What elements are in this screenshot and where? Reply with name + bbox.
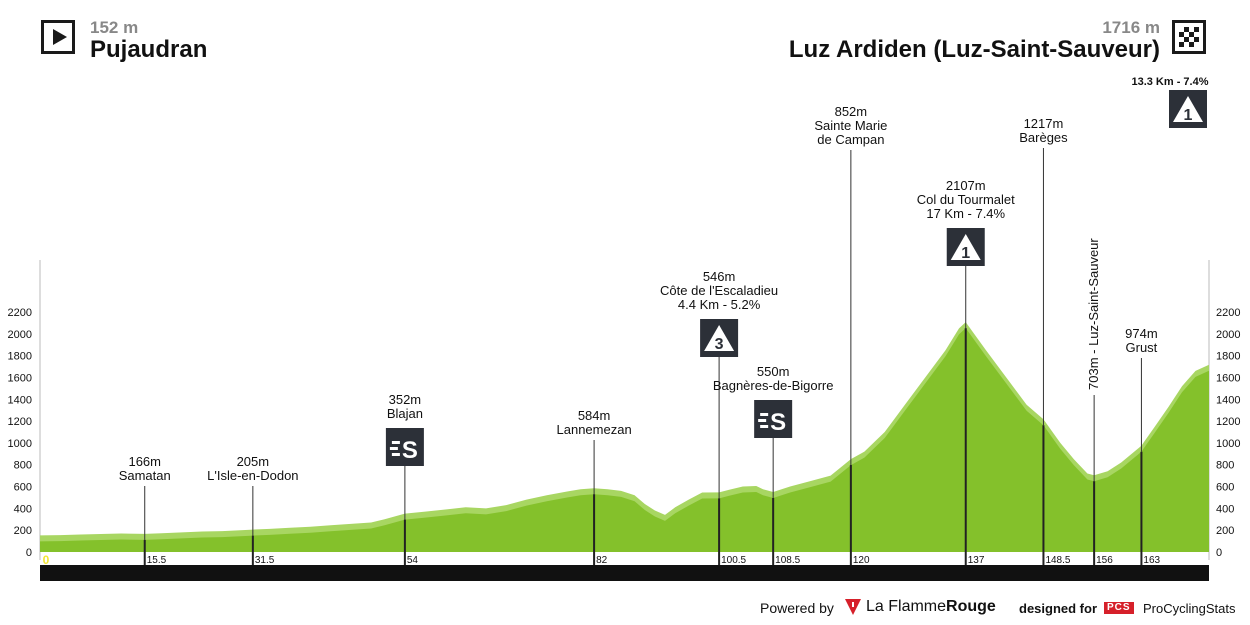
sprint-stripe [391, 441, 400, 444]
y-tick-left-label: 1200 [8, 416, 32, 428]
y-tick-right-label: 0 [1216, 547, 1222, 559]
km-label: 120 [853, 555, 870, 566]
y-tick-left-label: 200 [14, 525, 32, 537]
sprint-stripe [760, 425, 769, 428]
y-tick-right-label: 800 [1216, 460, 1234, 472]
climb-category-number: 1 [961, 245, 970, 262]
sprint-stripe [760, 413, 769, 416]
procyclingstats-brand: ProCyclingStats [1143, 601, 1236, 616]
km-label: 100.5 [721, 555, 746, 566]
y-tick-right-label: 400 [1216, 503, 1234, 515]
y-tick-left-label: 400 [14, 503, 32, 515]
sprint-badge-icon: S [385, 428, 424, 466]
point-label: 550m [757, 364, 790, 379]
point-label: 584m [578, 408, 611, 423]
laflammerouge-logo-icon [843, 597, 863, 617]
y-tick-right-label: 1600 [1216, 372, 1240, 384]
point-label: Sainte Marie [814, 118, 887, 133]
point-label: 166m [128, 454, 161, 469]
point-label: 4.4 Km - 5.2% [678, 297, 761, 312]
sprint-stripe [758, 419, 767, 422]
sprint-s-glyph: S [402, 437, 418, 464]
climb-badge-icon: 1 [946, 228, 985, 266]
y-tick-left-label: 1400 [8, 394, 32, 406]
y-tick-right-label: 200 [1216, 525, 1234, 537]
point-label: 974m [1125, 326, 1158, 341]
km-label: 156 [1096, 555, 1113, 566]
km-label: 148.5 [1045, 555, 1070, 566]
point-label: Blajan [387, 406, 423, 421]
km-label: 15.5 [147, 555, 167, 566]
point-label: Barèges [1019, 130, 1068, 145]
laflammerouge-brand-a: La Flamme [866, 598, 947, 615]
km-label: 163 [1143, 555, 1160, 566]
y-tick-left-label: 800 [14, 460, 32, 472]
point-label: de Campan [817, 132, 884, 147]
km-label: 82 [596, 555, 608, 566]
y-tick-right-label: 1400 [1216, 394, 1240, 406]
distance-axis-bar [40, 565, 1209, 581]
y-tick-right-label: 2200 [1216, 307, 1240, 319]
y-tick-right-label: 2000 [1216, 329, 1240, 341]
point-label: Côte de l'Escaladieu [660, 283, 778, 298]
climb-triangle [704, 325, 735, 351]
point-label: 1217m [1024, 116, 1064, 131]
y-tick-left-label: 2200 [8, 307, 32, 319]
point-label: 17 Km - 7.4% [926, 206, 1005, 221]
sprint-stripe [391, 453, 400, 456]
km-end-label: 173 [1183, 553, 1203, 567]
profile-area [40, 328, 1209, 552]
y-tick-right-label: 1000 [1216, 438, 1240, 450]
finish-altitude: 1716 m [1102, 18, 1160, 37]
start-flag-icon [41, 20, 75, 54]
laflammerouge-brand-b: Rouge [946, 598, 996, 615]
finish-climb-label: 13.3 Km - 7.4% [1131, 76, 1208, 88]
km-start-label: 0 [43, 553, 50, 567]
start-location: Pujaudran [90, 36, 208, 63]
y-tick-left-label: 1600 [8, 372, 32, 384]
point-label: Samatan [119, 468, 171, 483]
sprint-s-glyph: S [770, 409, 786, 436]
point-label: Bagnères-de-Bigorre [713, 378, 834, 393]
designed-for-label: designed for [1019, 601, 1098, 616]
climb-category-number: 1 [1184, 107, 1193, 124]
y-tick-left-label: 1000 [8, 438, 32, 450]
sprint-badge-icon: S [754, 400, 793, 438]
sprint-stripe [389, 447, 398, 450]
pcs-logo-icon: PCS [1104, 602, 1134, 614]
powered-by-label: Powered by [760, 600, 834, 616]
climb-category-number: 3 [715, 336, 724, 353]
start-altitude: 152 m [90, 18, 139, 37]
km-label: 108.5 [775, 555, 800, 566]
laflammerouge-brand: La FlammeRouge [866, 598, 996, 616]
km-label: 54 [407, 555, 419, 566]
climb-badge-icon: 1 [1169, 90, 1207, 128]
point-label: Lannemezan [557, 422, 632, 437]
km-label: 31.5 [255, 555, 275, 566]
y-tick-left-label: 1800 [8, 351, 32, 363]
finish-location: Luz Ardiden (Luz-Saint-Sauveur) [788, 36, 1160, 63]
y-tick-left-label: 2000 [8, 329, 32, 341]
point-label: 205m [237, 454, 270, 469]
point-label: L'Isle-en-Dodon [207, 468, 298, 483]
point-label: 852m [835, 104, 868, 119]
y-tick-right-label: 1200 [1216, 416, 1240, 428]
point-label: 546m [703, 269, 736, 284]
y-tick-right-label: 600 [1216, 482, 1234, 494]
point-label: 352m [389, 392, 422, 407]
point-label: 2107m [946, 178, 986, 193]
y-tick-left-label: 600 [14, 482, 32, 494]
climb-triangle [950, 234, 981, 260]
point-label: Grust [1126, 340, 1158, 355]
climb-badge-icon: 3 [700, 319, 739, 357]
point-label: Col du Tourmalet [917, 192, 1015, 207]
finish-flag-icon [1172, 20, 1206, 54]
climb-triangle [1173, 96, 1203, 122]
km-label: 137 [968, 555, 985, 566]
y-tick-right-label: 1800 [1216, 351, 1240, 363]
point-label-vertical: 703m - Luz-Saint-Sauveur [1086, 238, 1101, 390]
y-tick-left-label: 0 [26, 547, 32, 559]
